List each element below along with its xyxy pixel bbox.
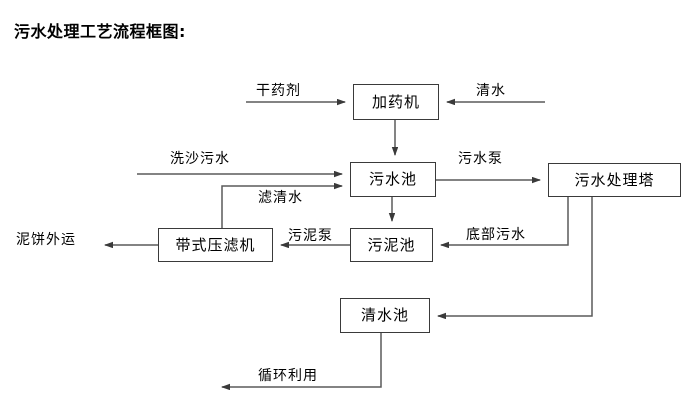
node-label: 污水池 xyxy=(368,170,417,188)
edge-label-recycle-reuse: 循环利用 xyxy=(258,368,318,384)
node-belt-filter-press[interactable]: 带式压滤机 xyxy=(158,228,273,262)
edge-label-dry-reagent: 干药剂 xyxy=(256,83,301,99)
edge-label-filtered-water: 滤清水 xyxy=(258,190,303,206)
terminal-label-mud-cake-out: 泥饼外运 xyxy=(16,232,76,248)
node-label: 加药机 xyxy=(371,92,420,111)
node-dosing-machine[interactable]: 加药机 xyxy=(353,84,439,120)
node-sludge-pool[interactable]: 污泥池 xyxy=(350,228,433,262)
edge-clear-water-to-reuse xyxy=(221,333,382,391)
page-title: 污水处理工艺流程框图: xyxy=(14,22,186,41)
node-clear-water-pool[interactable]: 清水池 xyxy=(340,298,430,333)
node-label: 污水处理塔 xyxy=(574,170,655,189)
node-label: 污泥池 xyxy=(367,235,416,254)
node-wastewater-pool[interactable]: 污水池 xyxy=(350,162,436,197)
edge-tower-bottom-to-sludge-pool xyxy=(440,197,569,249)
edge-tower-to-clear-water-pool xyxy=(437,197,593,320)
node-treatment-tower[interactable]: 污水处理塔 xyxy=(548,163,681,197)
edge-label-sludge-pump: 污泥泵 xyxy=(288,228,333,244)
edge-filtered-water-to-wastewater-pool xyxy=(221,182,343,228)
node-label: 带式压滤机 xyxy=(175,235,256,254)
edge-label-sewage-pump: 污水泵 xyxy=(458,151,503,167)
edge-label-bottom-sewage: 底部污水 xyxy=(466,227,526,243)
node-label: 清水池 xyxy=(360,306,409,324)
edge-label-clean-water: 清水 xyxy=(476,83,506,99)
edge-label-sandwash-sewage: 洗沙污水 xyxy=(170,151,230,167)
